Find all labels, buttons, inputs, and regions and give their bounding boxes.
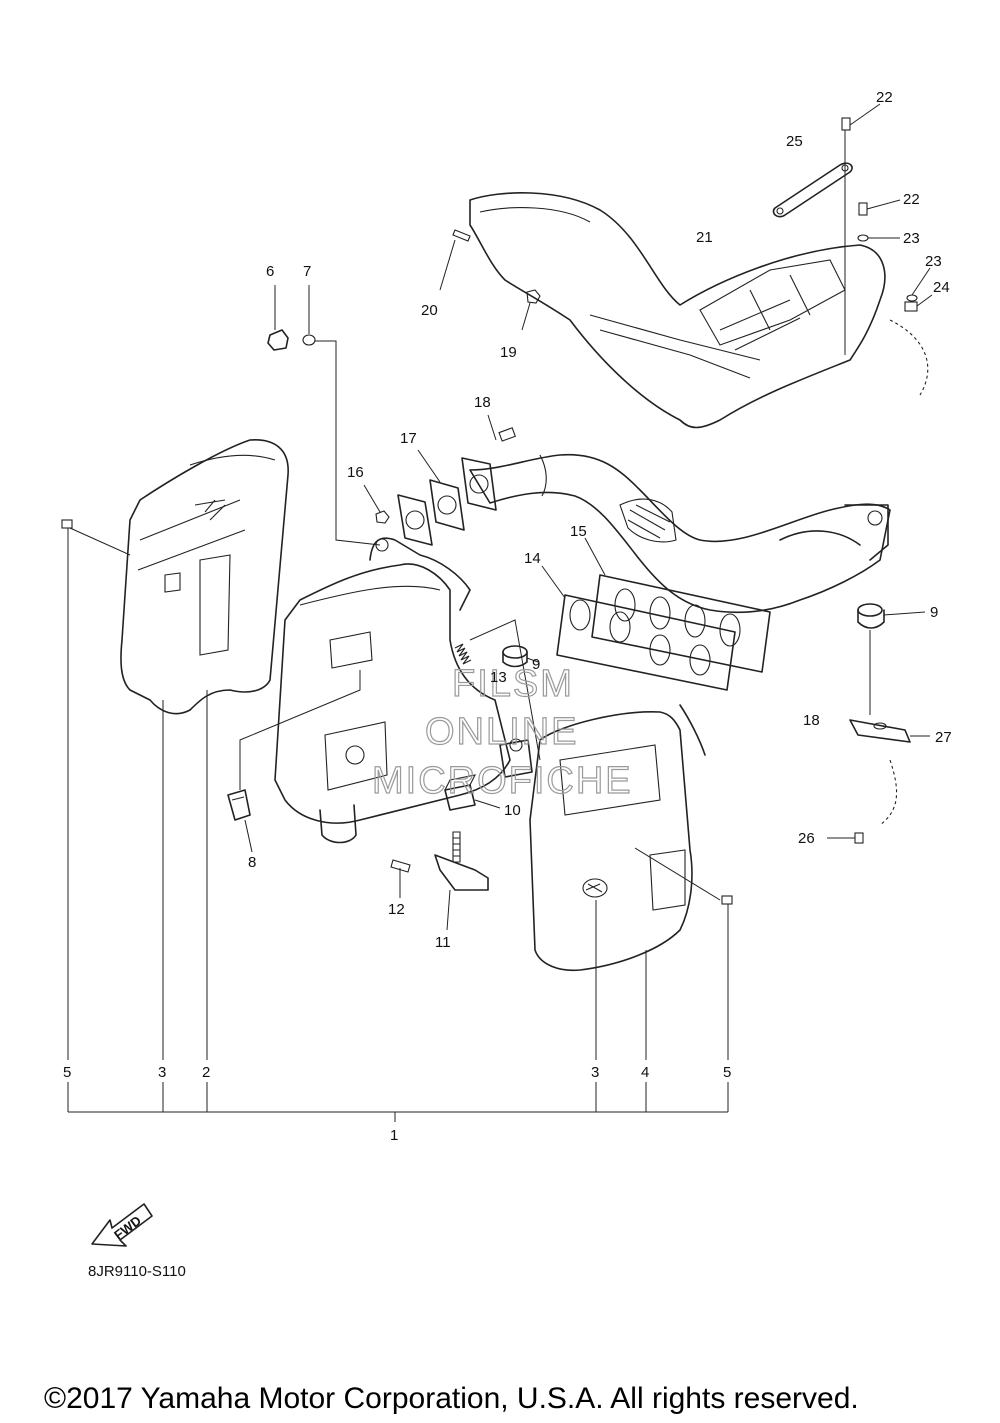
bolt-part-20 — [439, 229, 471, 291]
washer-part-23-b — [906, 267, 931, 302]
rubber-mount-part-9-a — [502, 645, 539, 668]
washer-part-7 — [302, 285, 381, 546]
gasket-part-17 — [417, 449, 465, 531]
callout-12: 12 — [388, 901, 405, 918]
callout-6: 6 — [266, 263, 274, 280]
callout-23-mid: 23 — [903, 230, 920, 247]
callout-15: 15 — [570, 523, 587, 540]
callout-labels: 1 2 3 3 4 5 5 6 7 8 9 9 10 11 12 13 14 1… — [63, 89, 952, 1144]
washer-part-23-a — [857, 234, 900, 242]
callout-24: 24 — [933, 279, 950, 296]
spring-part-13 — [454, 619, 541, 761]
callout-26: 26 — [798, 830, 815, 847]
bolt-part-22-a — [841, 103, 881, 131]
gasket-part-14 — [541, 565, 736, 691]
callout-3-right: 3 — [591, 1064, 599, 1081]
bolt-part-18-a — [487, 414, 516, 442]
callout-16: 16 — [347, 464, 364, 481]
drain-bolt-part-6 — [267, 285, 289, 351]
callout-13: 13 — [490, 669, 507, 686]
exhaust-pipe-assembly — [469, 453, 891, 614]
copyright-notice: ©2017 Yamaha Motor Corporation, U.S.A. A… — [44, 1382, 859, 1415]
bolt-part-26 — [827, 832, 864, 844]
bolt-part-12 — [390, 859, 411, 898]
watermark-line-3: MICROFICHE — [372, 760, 633, 802]
callout-9-right: 9 — [930, 604, 938, 621]
muffler-cover-part-2 — [61, 439, 289, 715]
muffler-cover-part-4 — [529, 704, 733, 972]
callout-7: 7 — [303, 263, 311, 280]
nut-part-24 — [904, 294, 933, 312]
watermark-line-2: ONLINE — [425, 711, 578, 753]
gasket-part-15 — [584, 537, 771, 673]
bracket-part-27 — [849, 719, 930, 826]
callout-21: 21 — [696, 229, 713, 246]
callout-9-mid: 9 — [532, 656, 540, 673]
heat-shield-part-21 — [469, 130, 886, 429]
bracket-part-25 — [772, 162, 853, 218]
bracket-part-11 — [434, 831, 489, 931]
bolt-part-22-b — [858, 199, 901, 216]
callout-10: 10 — [504, 802, 521, 819]
callout-3-left: 3 — [158, 1064, 166, 1081]
callout-19: 19 — [500, 344, 517, 361]
flange-gasket — [397, 494, 433, 546]
diagram-code: 8JR9110-S110 — [88, 1263, 186, 1280]
callout-1: 1 — [390, 1127, 398, 1144]
callout-5-left: 5 — [63, 1064, 71, 1081]
callout-14: 14 — [524, 550, 541, 567]
callout-11: 11 — [435, 934, 451, 951]
fwd-arrow-icon: FWD — [91, 1203, 153, 1247]
callout-17: 17 — [400, 430, 417, 447]
callout-22-mid: 22 — [903, 191, 920, 208]
callout-2: 2 — [202, 1064, 210, 1081]
callout-25: 25 — [786, 133, 803, 150]
nut-part-16 — [363, 484, 390, 524]
callout-27: 27 — [935, 729, 952, 746]
callout-23-lower: 23 — [925, 253, 942, 270]
mount-hint-21 — [889, 319, 929, 396]
callout-4: 4 — [641, 1064, 649, 1081]
muffler-body-part-1 — [274, 537, 511, 844]
callout-20: 20 — [421, 302, 438, 319]
callout-8: 8 — [248, 854, 256, 871]
callout-18-bottom: 18 — [803, 712, 820, 729]
watermark: FILSM ONLINE MICROFICHE — [371, 662, 633, 802]
rubber-block-part-10 — [444, 738, 533, 811]
clip-part-8 — [227, 670, 361, 853]
assembly-bracket-lines — [67, 528, 729, 1122]
flange-pipe-end — [461, 457, 497, 511]
nut-part-19 — [521, 289, 541, 331]
fwd-label: FWD — [111, 1213, 144, 1243]
callout-22-top: 22 — [876, 89, 893, 106]
rubber-mount-part-9-b — [857, 603, 926, 715]
callout-18-top: 18 — [474, 394, 491, 411]
watermark-line-1: FILSM — [452, 663, 574, 705]
callout-5-right: 5 — [723, 1064, 731, 1081]
